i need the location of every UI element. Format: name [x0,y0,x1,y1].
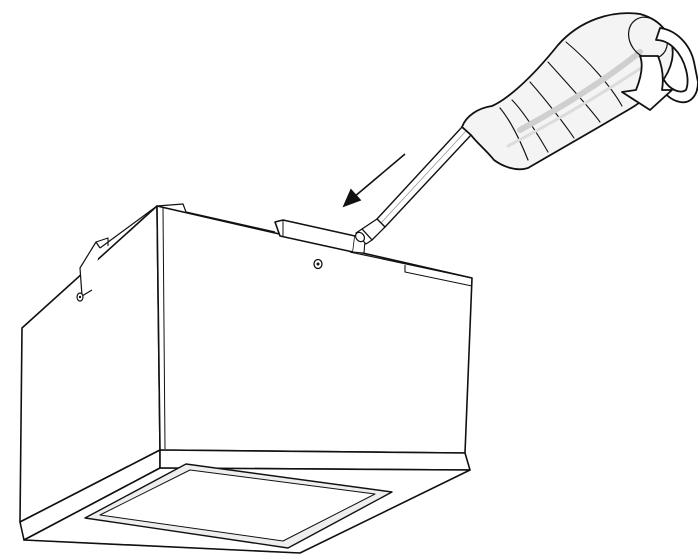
fixture-housing [19,203,473,554]
screwdriver [354,12,674,245]
left-mounting-tab [79,241,101,297]
arrow-down-left-icon [342,153,406,208]
rotate-clockwise-icon [621,27,698,111]
